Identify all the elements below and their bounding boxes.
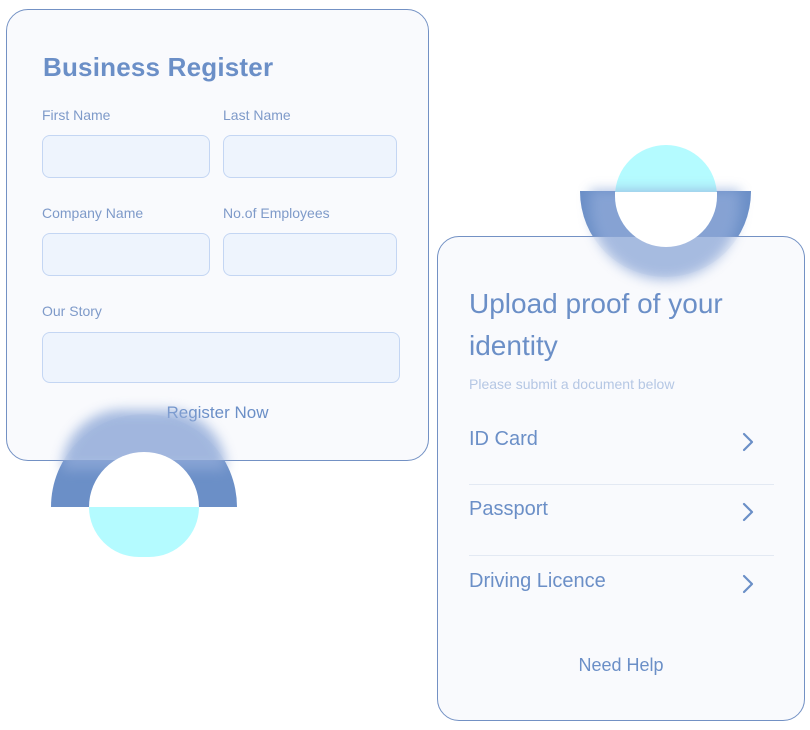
first-name-field[interactable] xyxy=(42,135,210,178)
chevron-right-icon xyxy=(742,432,754,452)
option-label: Driving Licence xyxy=(469,570,606,592)
our-story-label: Our Story xyxy=(42,303,102,319)
option-divider xyxy=(469,484,774,485)
upload-identity-subtitle: Please submit a document below xyxy=(469,376,675,392)
company-name-field[interactable] xyxy=(42,233,210,276)
last-name-label: Last Name xyxy=(223,107,291,123)
option-id-card[interactable]: ID Card xyxy=(469,408,774,478)
employees-label: No.of Employees xyxy=(223,205,330,221)
chevron-right-icon xyxy=(742,502,754,522)
company-name-label: Company Name xyxy=(42,205,144,221)
option-passport[interactable]: Passport xyxy=(469,478,774,548)
upload-identity-title: Upload proof of your identity xyxy=(469,288,723,361)
option-label: ID Card xyxy=(469,428,538,450)
our-story-field[interactable] xyxy=(42,332,400,383)
business-register-title: Business Register xyxy=(43,52,274,82)
option-divider xyxy=(469,555,774,556)
need-help-link[interactable]: Need Help xyxy=(578,655,664,675)
employees-field[interactable] xyxy=(223,233,397,276)
business-register-card: Business Register First Name Last Name C… xyxy=(6,9,429,461)
option-driving-licence[interactable]: Driving Licence xyxy=(469,550,774,620)
register-now-button[interactable]: Register Now xyxy=(7,403,428,423)
upload-identity-card: Upload proof of your identity Please sub… xyxy=(437,236,805,721)
decor-cyan-half-bottom-left xyxy=(89,507,199,557)
first-name-label: First Name xyxy=(42,107,111,123)
option-label: Passport xyxy=(469,498,548,520)
last-name-field[interactable] xyxy=(223,135,397,178)
chevron-right-icon xyxy=(742,574,754,594)
